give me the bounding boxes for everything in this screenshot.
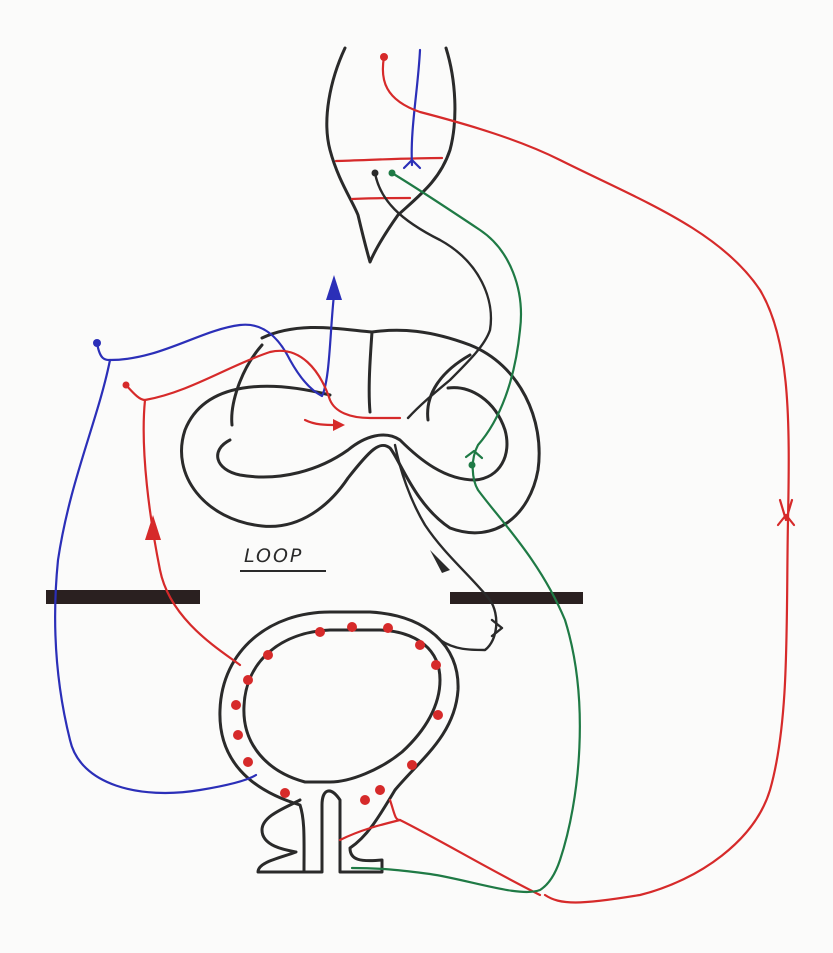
bar-left	[46, 590, 200, 604]
spinal-cord-section	[180, 325, 541, 535]
funnel-red-bands	[334, 156, 444, 201]
blue-pathway	[54, 48, 422, 794]
brainstem-funnel	[325, 46, 457, 264]
bladder-red-dots	[231, 622, 443, 805]
bar-right	[450, 592, 583, 604]
black-descending-pathway	[371, 169, 504, 652]
loop-label: LOOP	[244, 545, 304, 567]
bladder-organ	[218, 610, 460, 874]
green-pathway	[350, 169, 581, 894]
red-pathway	[122, 53, 796, 904]
loop-label-underline	[240, 570, 326, 572]
